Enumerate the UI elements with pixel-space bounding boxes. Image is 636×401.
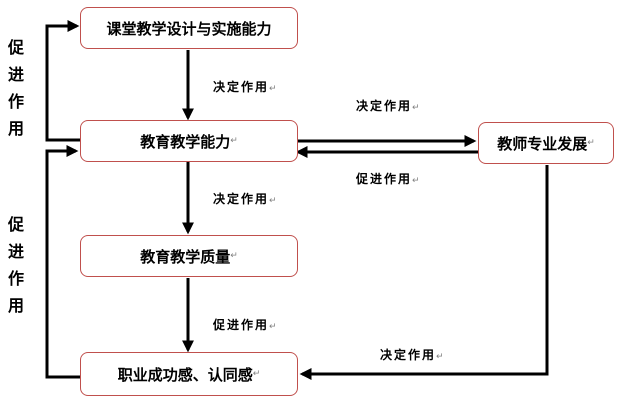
side-label-top: 促 进 作 用 — [6, 34, 26, 142]
side-char: 进 — [7, 65, 24, 84]
label-ability-to-development: 决定作用↵ — [356, 99, 420, 113]
side-char: 用 — [7, 296, 24, 315]
side-label-bottom: 促 进 作 用 — [6, 211, 26, 319]
node-ability: 教育教学能力 ↵ — [80, 120, 298, 162]
side-char: 促 — [7, 38, 24, 57]
node-design: 课堂教学设计与实施能力 — [80, 7, 298, 49]
paragraph-mark: ↵ — [230, 251, 238, 261]
arrow-feedback-success-to-ability — [45, 145, 80, 379]
node-success: 职业成功感、认同感 ↵ — [80, 352, 298, 396]
label-development-to-success: 决定作用↵ — [380, 348, 444, 362]
side-char: 作 — [7, 269, 24, 288]
label-design-to-ability: 决定作用↵ — [213, 80, 277, 94]
label-development-to-ability: 促进作用↵ — [356, 172, 420, 186]
paragraph-mark: ↵ — [230, 136, 238, 146]
label-quality-to-success: 促进作用↵ — [213, 318, 277, 332]
node-quality: 教育教学质量 ↵ — [80, 235, 298, 277]
paragraph-mark: ↵ — [587, 138, 595, 148]
node-ability-text: 教育教学能力 — [140, 132, 231, 151]
side-char: 进 — [7, 242, 24, 261]
side-char: 促 — [7, 215, 24, 234]
label-ability-to-quality: 决定作用↵ — [213, 192, 277, 206]
node-design-text: 课堂教学设计与实施能力 — [106, 19, 272, 38]
arrow-development-to-success — [299, 165, 549, 380]
node-development-text: 教师专业发展 — [497, 134, 588, 153]
node-quality-text: 教育教学质量 — [140, 247, 231, 266]
node-success-text: 职业成功感、认同感 — [117, 365, 253, 384]
arrow-feedback-ability-to-design — [45, 20, 80, 142]
paragraph-mark: ↵ — [252, 369, 261, 379]
side-char: 用 — [7, 119, 24, 138]
side-char: 作 — [7, 92, 24, 111]
node-development: 教师专业发展 ↵ — [478, 122, 614, 164]
